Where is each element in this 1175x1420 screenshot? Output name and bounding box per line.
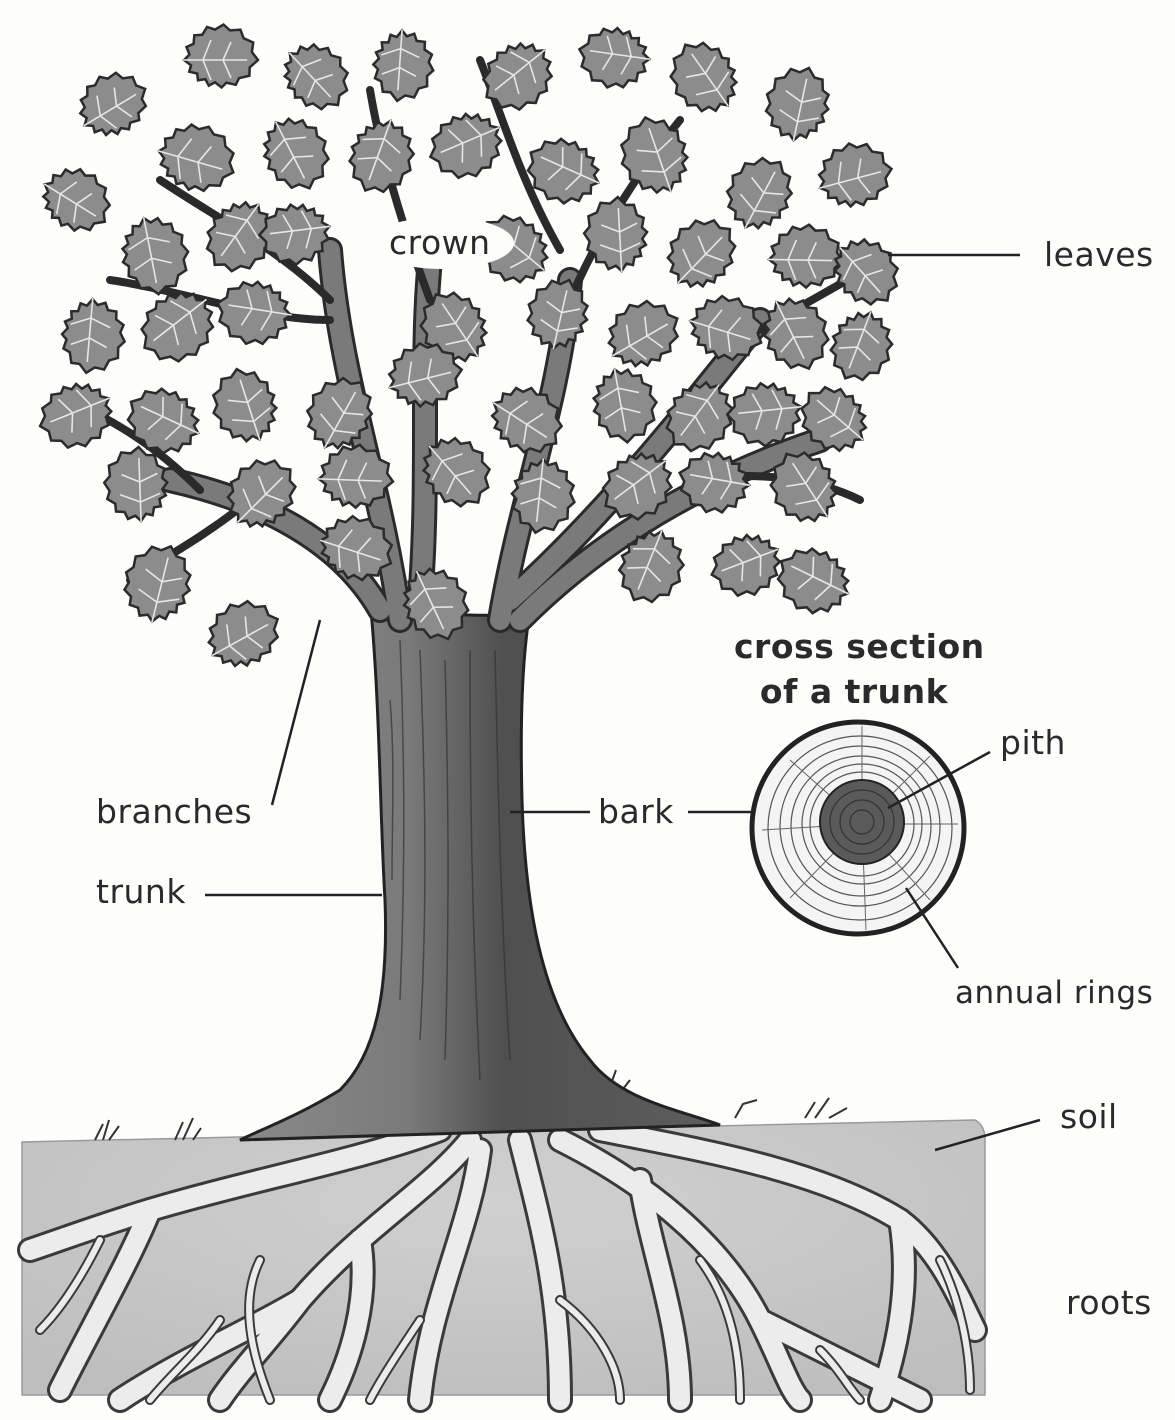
leaf (810, 135, 899, 215)
leaf (339, 111, 424, 203)
leaf (203, 361, 286, 452)
trunk (240, 600, 720, 1140)
leaf (681, 287, 771, 369)
leaf (575, 23, 654, 93)
leaf (768, 224, 844, 288)
soil-label: soil (1060, 1100, 1118, 1133)
roots-label: roots (1066, 1286, 1152, 1319)
leaf (150, 115, 244, 200)
leaf (183, 25, 258, 88)
leaf (212, 276, 296, 350)
leaf (30, 155, 122, 244)
leaf (371, 28, 436, 103)
crown-label: crown (389, 226, 491, 259)
leaf (714, 145, 805, 241)
leaf (821, 302, 903, 390)
leaf (270, 30, 363, 123)
leaf (820, 225, 913, 318)
leaf (702, 525, 790, 607)
leaf (766, 536, 861, 626)
leaf (759, 61, 836, 147)
leaf (195, 588, 291, 679)
leaf (516, 127, 610, 215)
leaf (59, 296, 128, 376)
cross-section-title-line2: of a trunk (734, 675, 974, 708)
leaf (520, 272, 595, 355)
trunk-label: trunk (96, 875, 186, 908)
leaf (595, 288, 691, 380)
bark-label: bark (598, 795, 674, 828)
branches-label: branches (96, 795, 252, 828)
leaf (582, 196, 649, 274)
leaf (610, 108, 698, 204)
leaf (66, 60, 158, 148)
leaf (116, 537, 199, 629)
pith-label: pith (1000, 726, 1066, 759)
annual-rings-label: annual rings (955, 978, 1153, 1009)
leaf (656, 29, 751, 127)
branches-leader-line (272, 620, 320, 805)
leaves-label: leaves (1044, 238, 1154, 271)
leaf (251, 105, 341, 200)
leaf (751, 286, 841, 381)
cross-section-title-line1: cross section (734, 630, 974, 663)
leaf (30, 373, 123, 460)
trunk-cross-section (752, 722, 964, 934)
leaves (30, 23, 913, 679)
